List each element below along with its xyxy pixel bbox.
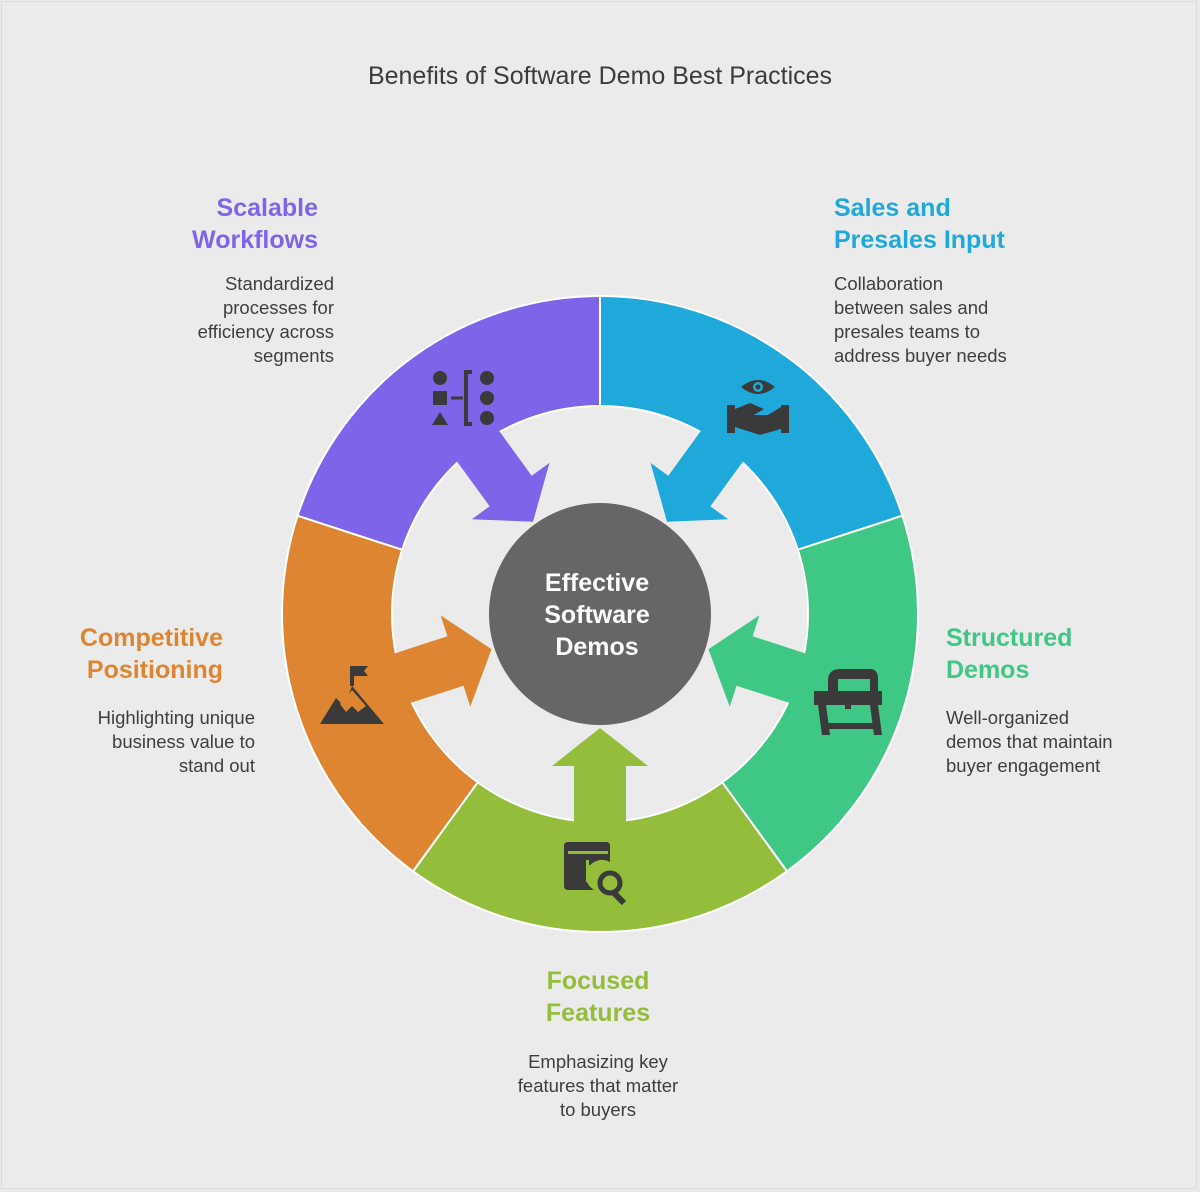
segment-desc-sales-presales-input: Collaboration between sales and presales… xyxy=(834,272,1007,368)
segment-title-structured-demos: Structured Demos xyxy=(946,622,1072,686)
title-line: Focused xyxy=(546,967,650,995)
workflow-shapes-icon xyxy=(432,370,494,426)
center-hub xyxy=(489,503,711,725)
title-line: Scalable xyxy=(216,194,318,222)
desc-line: business value to xyxy=(112,731,255,752)
ring-segment-competitive-positioning xyxy=(281,514,480,873)
segment-desc-focused-features: Emphasizing key features that matter to … xyxy=(480,1050,716,1122)
arrow-focused-features xyxy=(552,728,648,829)
title-line: Demos xyxy=(946,656,1030,684)
desc-line: Well-organized xyxy=(946,707,1070,728)
feature-search-icon xyxy=(564,842,627,906)
segment-desc-structured-demos: Well-organized demos that maintain buyer… xyxy=(946,706,1113,778)
arrow-structured-demos xyxy=(708,615,813,707)
ring-segment-scalable-workflows xyxy=(296,294,601,551)
segment-title-scalable-workflows: Scalable Workflows xyxy=(20,192,318,256)
arrow-competitive-positioning xyxy=(387,615,492,707)
segment-desc-competitive-positioning: Highlighting unique business value to st… xyxy=(20,706,255,778)
arrow-sales-presales-input xyxy=(650,424,748,522)
desc-line: Standardized xyxy=(224,273,334,294)
ring xyxy=(281,294,919,933)
desc-line: Emphasizing key xyxy=(528,1051,668,1072)
mountain-flag-icon xyxy=(320,666,384,724)
segment-title-focused-features: Focused Features xyxy=(480,965,716,1029)
center-line-3: Demos xyxy=(555,633,638,661)
title-line: Features xyxy=(545,999,651,1027)
title-line: Workflows xyxy=(192,226,318,254)
title-line: Structured xyxy=(946,624,1073,652)
desc-line: features that matter xyxy=(517,1075,679,1096)
desc-line: to buyers xyxy=(559,1099,637,1120)
desc-line: presales teams to xyxy=(834,321,981,342)
desc-line: segments xyxy=(253,345,334,366)
desc-line: stand out xyxy=(178,755,255,776)
sewing-machine-icon xyxy=(814,669,882,735)
segment-title-sales-presales-input: Sales and Presales Input xyxy=(834,192,1005,256)
page-title: Benefits of Software Demo Best Practices xyxy=(367,62,833,90)
arrow-scalable-workflows xyxy=(452,424,550,522)
desc-line: Collaboration xyxy=(834,273,944,294)
segment-desc-scalable-workflows: Standardized processes for efficiency ac… xyxy=(20,272,334,368)
desc-line: processes for xyxy=(222,297,334,318)
center-line-1: Effective xyxy=(545,569,649,597)
title-line: Positioning xyxy=(86,656,223,684)
handshake-eye-icon xyxy=(727,380,789,435)
desc-line: Highlighting unique xyxy=(97,707,255,728)
desc-line: efficiency across xyxy=(197,321,334,342)
desc-line: address buyer needs xyxy=(834,345,1007,366)
title-line: Presales Input xyxy=(834,226,1005,254)
title-line: Competitive xyxy=(79,624,223,652)
arrows xyxy=(387,424,813,829)
center-line-2: Software xyxy=(544,601,650,629)
desc-line: demos that maintain xyxy=(946,731,1113,752)
title-line: Sales and xyxy=(834,194,951,222)
desc-line: buyer engagement xyxy=(946,755,1101,776)
desc-line: between sales and xyxy=(834,297,989,318)
segment-title-competitive-positioning: Competitive Positioning xyxy=(20,622,223,686)
